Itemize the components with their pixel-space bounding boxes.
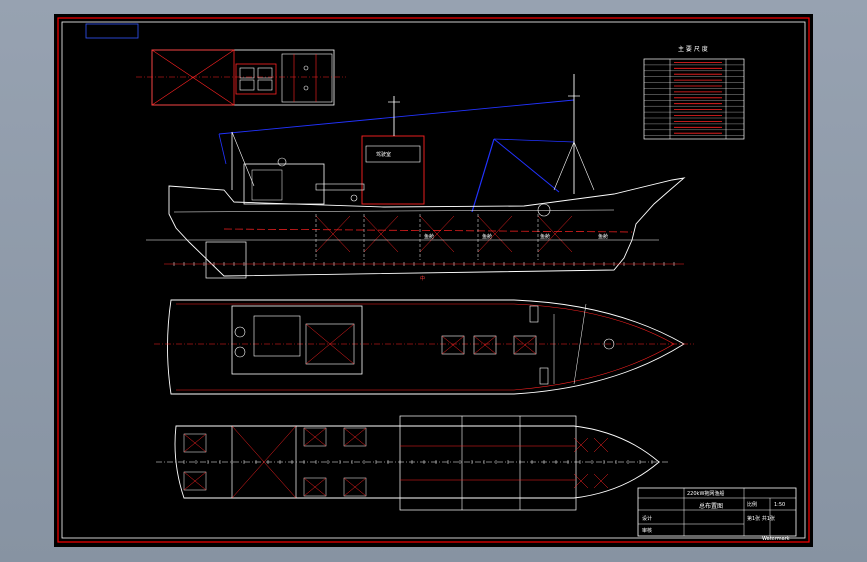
hold-cross [315, 215, 351, 253]
footer-stamp: Watermark [762, 536, 790, 542]
hold-label: 鱼舱 [424, 233, 434, 240]
deck-outline [167, 299, 685, 395]
top-roof-plan [136, 49, 346, 106]
deck-hatch [473, 335, 497, 355]
bollard [539, 367, 549, 385]
drawing-viewport[interactable]: 主 要 尺 度 [54, 14, 813, 547]
bow-cross [573, 473, 589, 489]
derrick-boom [471, 138, 495, 213]
hold-compartment [183, 433, 207, 453]
bow-cross [593, 473, 609, 489]
deck-hatch [441, 335, 465, 355]
title-block: 220kW拖网渔船 总布置图 比例 1:50 第1张 共1张 设计 审核 Wat… [637, 487, 797, 542]
hold-compartment [303, 477, 327, 497]
compartment-cross [303, 477, 327, 497]
sheet-label: 第1张 共1张 [747, 515, 775, 522]
scale-value: 1:50 [774, 502, 785, 508]
derrick-stay [493, 138, 560, 193]
deck-cabins [231, 305, 363, 375]
hatch-cross [441, 335, 465, 355]
hatch-cross [473, 335, 497, 355]
principal-particulars-table: 主 要 尺 度 [643, 45, 745, 140]
hold-label: 鱼舱 [598, 233, 608, 240]
compartment-cross [303, 427, 327, 447]
compartment-cross [343, 477, 367, 497]
hold-compartment [183, 471, 207, 491]
side-profile-view: 驾驶室 鱼舱 鱼舱 鱼舱 鱼舱 中 [146, 74, 686, 282]
drawing-name: 总布置图 [699, 502, 723, 510]
hold-label: 鱼舱 [540, 233, 550, 240]
hold-label: 鱼舱 [482, 233, 492, 240]
compartment-cross [183, 471, 207, 491]
checker-label: 审核 [642, 527, 652, 534]
scale-label: 比例 [747, 501, 757, 508]
fish-hold-grid [399, 415, 577, 511]
project-name: 220kW拖网渔船 [687, 490, 724, 497]
drawing-number-box [85, 23, 139, 39]
outer-frame [57, 17, 810, 543]
designer-label: 设计 [642, 515, 652, 522]
hull-outline [168, 177, 686, 277]
rigging-wire [218, 99, 575, 135]
compartment-cross [183, 433, 207, 453]
midship-mark: 中 [420, 275, 425, 282]
rudder-propeller [205, 241, 247, 279]
hold-cross [477, 215, 513, 253]
hatch-cross [513, 335, 537, 355]
compartment-cross [343, 427, 367, 447]
hold-cross [537, 215, 573, 253]
hold-compartment [343, 477, 367, 497]
bow-cross [593, 437, 609, 453]
hold-compartment [343, 427, 367, 447]
main-deck-plan [154, 299, 694, 395]
hold-outline [174, 425, 660, 499]
wheelhouse-label: 驾驶室 [376, 151, 391, 158]
deck-hatch [513, 335, 537, 355]
hold-cross [419, 215, 455, 253]
hold-plan [156, 415, 669, 511]
inner-frame [61, 21, 806, 539]
hold-cross [363, 215, 399, 253]
general-arrangement-drawing: 主 要 尺 度 [57, 17, 810, 543]
hold-compartment [303, 427, 327, 447]
wheelhouse [361, 135, 425, 205]
bollard [529, 305, 539, 323]
particulars-title: 主 要 尺 度 [678, 45, 708, 53]
winch-drum [537, 203, 551, 217]
bow-cross [573, 437, 589, 453]
